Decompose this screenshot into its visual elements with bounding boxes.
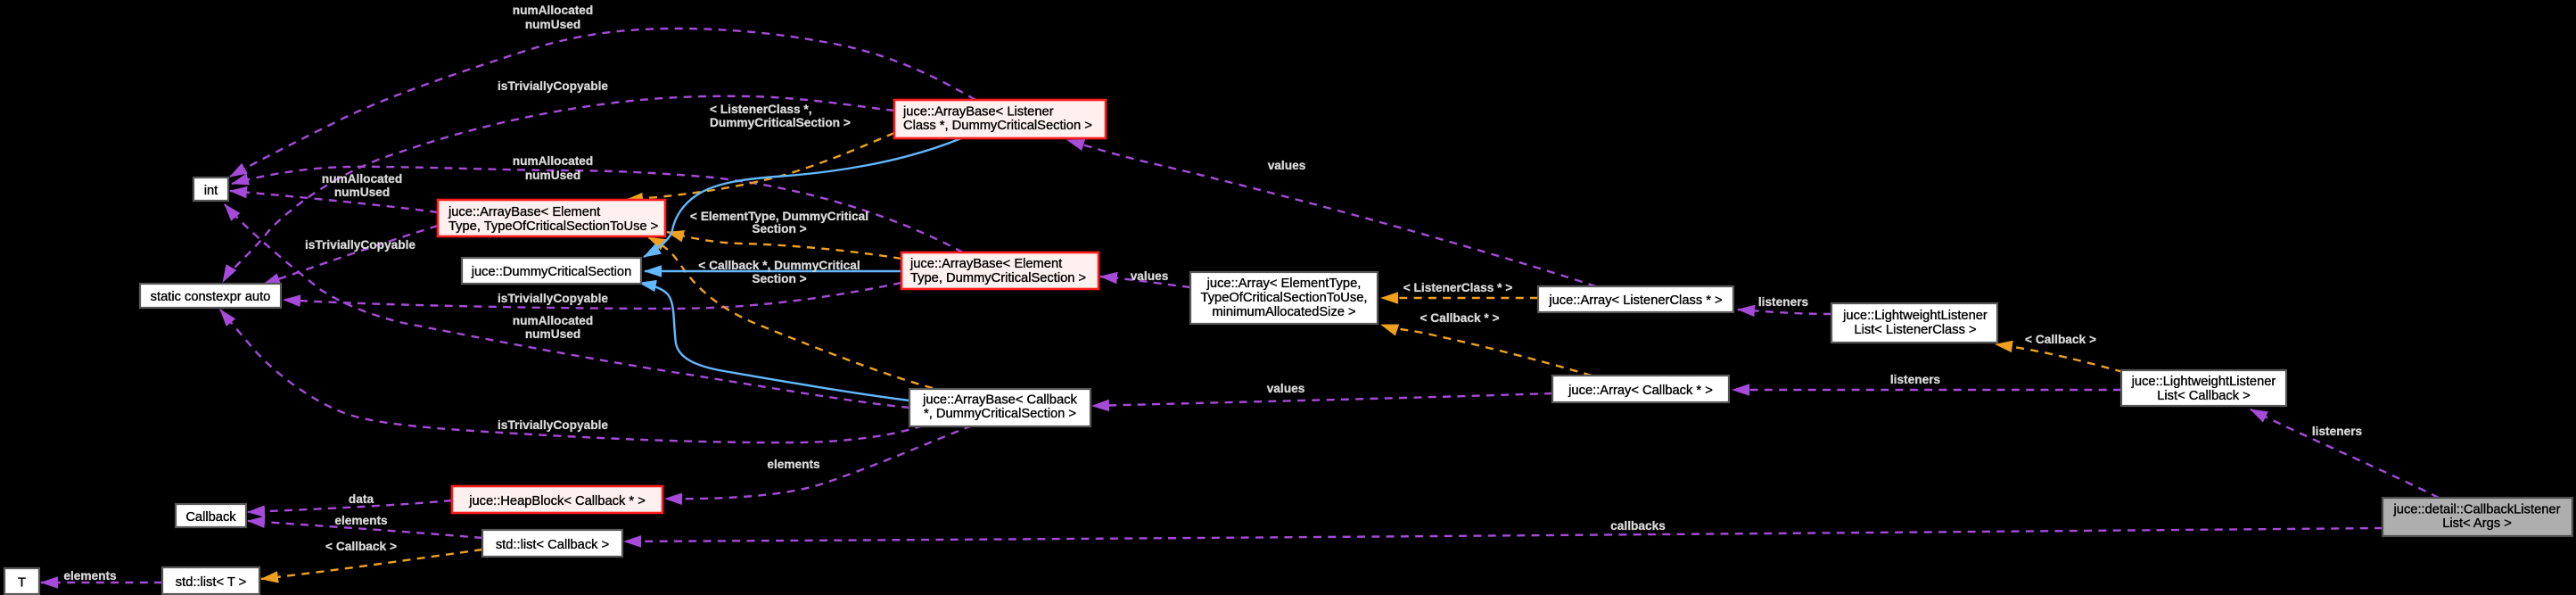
svg-text:values: values	[1267, 382, 1305, 395]
svg-text:callbacks: callbacks	[1610, 519, 1666, 533]
svg-text:juce::LightweightListener: juce::LightweightListener	[2131, 375, 2276, 389]
svg-text:values: values	[1268, 159, 1306, 172]
svg-text:isTriviallyCopyable: isTriviallyCopyable	[498, 418, 608, 432]
svg-text:juce::Array< Callback * >: juce::Array< Callback * >	[1568, 384, 1713, 398]
svg-text:List< Callback >: List< Callback >	[2157, 389, 2251, 403]
svg-text:juce::ArrayBase< Listener: juce::ArrayBase< Listener	[902, 105, 1054, 120]
svg-text:data: data	[349, 492, 374, 506]
svg-text:isTriviallyCopyable: isTriviallyCopyable	[498, 292, 608, 305]
svg-text:< Callback >: < Callback >	[2025, 333, 2096, 346]
svg-text:Class *, DummyCriticalSection: Class *, DummyCriticalSection >	[903, 119, 1092, 133]
svg-text:DummyCriticalSection >: DummyCriticalSection >	[710, 116, 851, 129]
svg-text:values: values	[1131, 269, 1169, 283]
svg-text:juce::HeapBlock< Callback * >: juce::HeapBlock< Callback * >	[468, 494, 646, 508]
svg-text:List< ListenerClass >: List< ListenerClass >	[1854, 323, 1976, 337]
svg-text:Section >: Section >	[752, 272, 806, 285]
svg-text:< Callback >: < Callback >	[325, 540, 397, 553]
svg-text:minimumAllocatedSize >: minimumAllocatedSize >	[1212, 305, 1355, 319]
svg-text:std::list< T >: std::list< T >	[176, 575, 246, 590]
svg-text:isTriviallyCopyable: isTriviallyCopyable	[305, 238, 416, 252]
svg-text:listeners: listeners	[1758, 295, 1809, 309]
svg-text:Callback: Callback	[185, 510, 236, 525]
svg-text:< ListenerClass *,: < ListenerClass *,	[710, 103, 812, 116]
svg-text:juce::LightweightListener: juce::LightweightListener	[1842, 309, 1988, 323]
svg-text:elements: elements	[63, 569, 117, 583]
svg-text:juce::ArrayBase< Element: juce::ArrayBase< Element	[448, 205, 600, 219]
svg-text:listeners: listeners	[1890, 373, 1941, 386]
svg-text:Section >: Section >	[752, 222, 806, 236]
svg-text:juce::Array< ElementType,: juce::Array< ElementType,	[1206, 277, 1362, 291]
svg-text:juce::Array< ListenerClass * >: juce::Array< ListenerClass * >	[1548, 293, 1722, 308]
svg-text:< Callback * >: < Callback * >	[1420, 311, 1499, 325]
svg-text:int: int	[204, 184, 218, 198]
svg-text:numAllocated: numAllocated	[513, 154, 594, 168]
svg-text:TypeOfCriticalSectionToUse,: TypeOfCriticalSectionToUse,	[1201, 291, 1368, 305]
svg-text:numAllocated: numAllocated	[513, 4, 594, 17]
svg-text:elements: elements	[334, 514, 388, 527]
svg-text:isTriviallyCopyable: isTriviallyCopyable	[498, 79, 608, 93]
svg-text:juce::ArrayBase< Element: juce::ArrayBase< Element	[909, 257, 1062, 271]
svg-text:listeners: listeners	[2312, 425, 2363, 438]
svg-text:< ListenerClass * >: < ListenerClass * >	[1403, 281, 1513, 294]
svg-text:Type, DummyCriticalSection >: Type, DummyCriticalSection >	[910, 271, 1086, 285]
svg-text:numUsed: numUsed	[525, 327, 580, 341]
svg-text:numAllocated: numAllocated	[322, 172, 403, 186]
svg-text:numAllocated: numAllocated	[513, 314, 594, 327]
svg-text:juce::ArrayBase< Callback: juce::ArrayBase< Callback	[922, 393, 1077, 408]
svg-text:std::list< Callback >: std::list< Callback >	[496, 538, 609, 552]
svg-text:T: T	[18, 576, 26, 591]
svg-text:juce::DummyCriticalSection: juce::DummyCriticalSection	[471, 265, 632, 279]
svg-text:< Callback *, DummyCritical: < Callback *, DummyCritical	[698, 259, 860, 272]
svg-text:*, DummyCriticalSection >: *, DummyCriticalSection >	[924, 407, 1076, 421]
svg-text:< ElementType, DummyCritical: < ElementType, DummyCritical	[690, 210, 868, 223]
svg-text:numUsed: numUsed	[525, 169, 580, 182]
svg-text:elements: elements	[767, 458, 820, 471]
svg-text:juce::detail::CallbackListener: juce::detail::CallbackListener	[2393, 503, 2561, 517]
svg-text:numUsed: numUsed	[334, 186, 390, 199]
svg-text:Type, TypeOfCriticalSectionToU: Type, TypeOfCriticalSectionToUse >	[449, 219, 658, 234]
svg-text:List< Args >: List< Args >	[2442, 516, 2512, 531]
svg-text:static constexpr auto: static constexpr auto	[151, 290, 271, 304]
svg-text:numUsed: numUsed	[525, 18, 580, 31]
